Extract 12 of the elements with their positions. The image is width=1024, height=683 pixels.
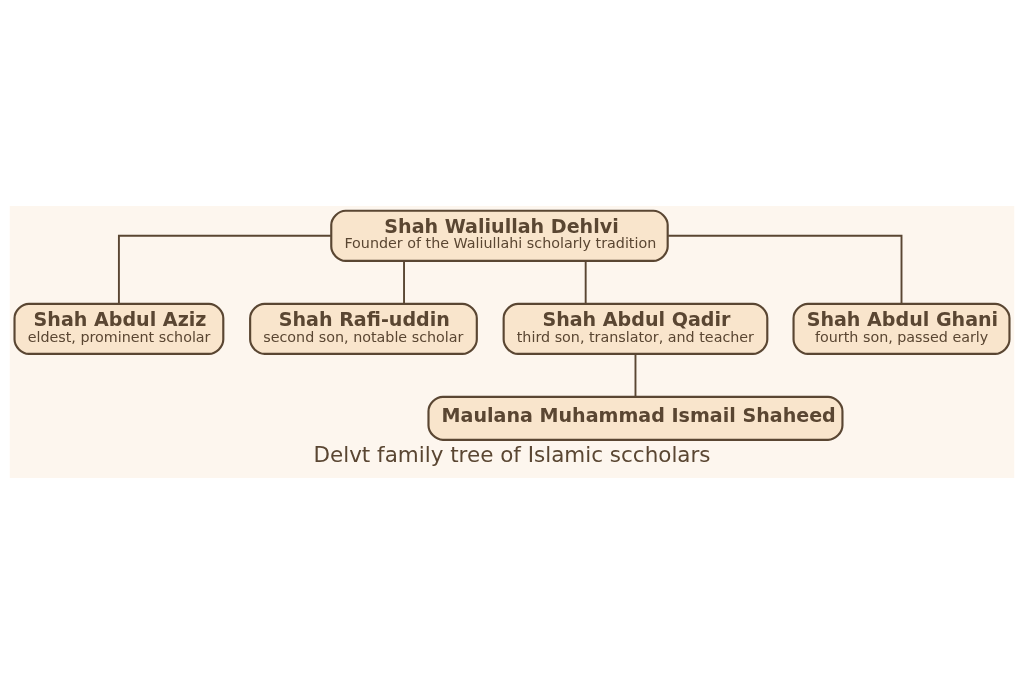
- connector: [667, 234, 903, 304]
- connector: [634, 352, 637, 398]
- connector: [403, 259, 405, 305]
- node-box: Maulana Muhammad Ismail Shaheed: [427, 395, 844, 441]
- node-box: Shah Abdul Ghani fourth son, passed early: [792, 302, 1011, 355]
- node-box: Shah Abdul Qadir third son, translator, and teacher: [502, 302, 769, 355]
- node-box: Shah Rafi-uddin second son, notable scholar: [249, 302, 478, 355]
- node-box: Shah Waliullah Dehlvi Founder of the Waliullahi scholarly tradition: [330, 209, 669, 262]
- connector: [584, 259, 587, 305]
- connector: [117, 234, 332, 304]
- caption: Delvt family tree of Islamic sccholars: [313, 441, 711, 467]
- node-box: Shah Abdul Aziz eldest, prominent scholar: [13, 302, 225, 355]
